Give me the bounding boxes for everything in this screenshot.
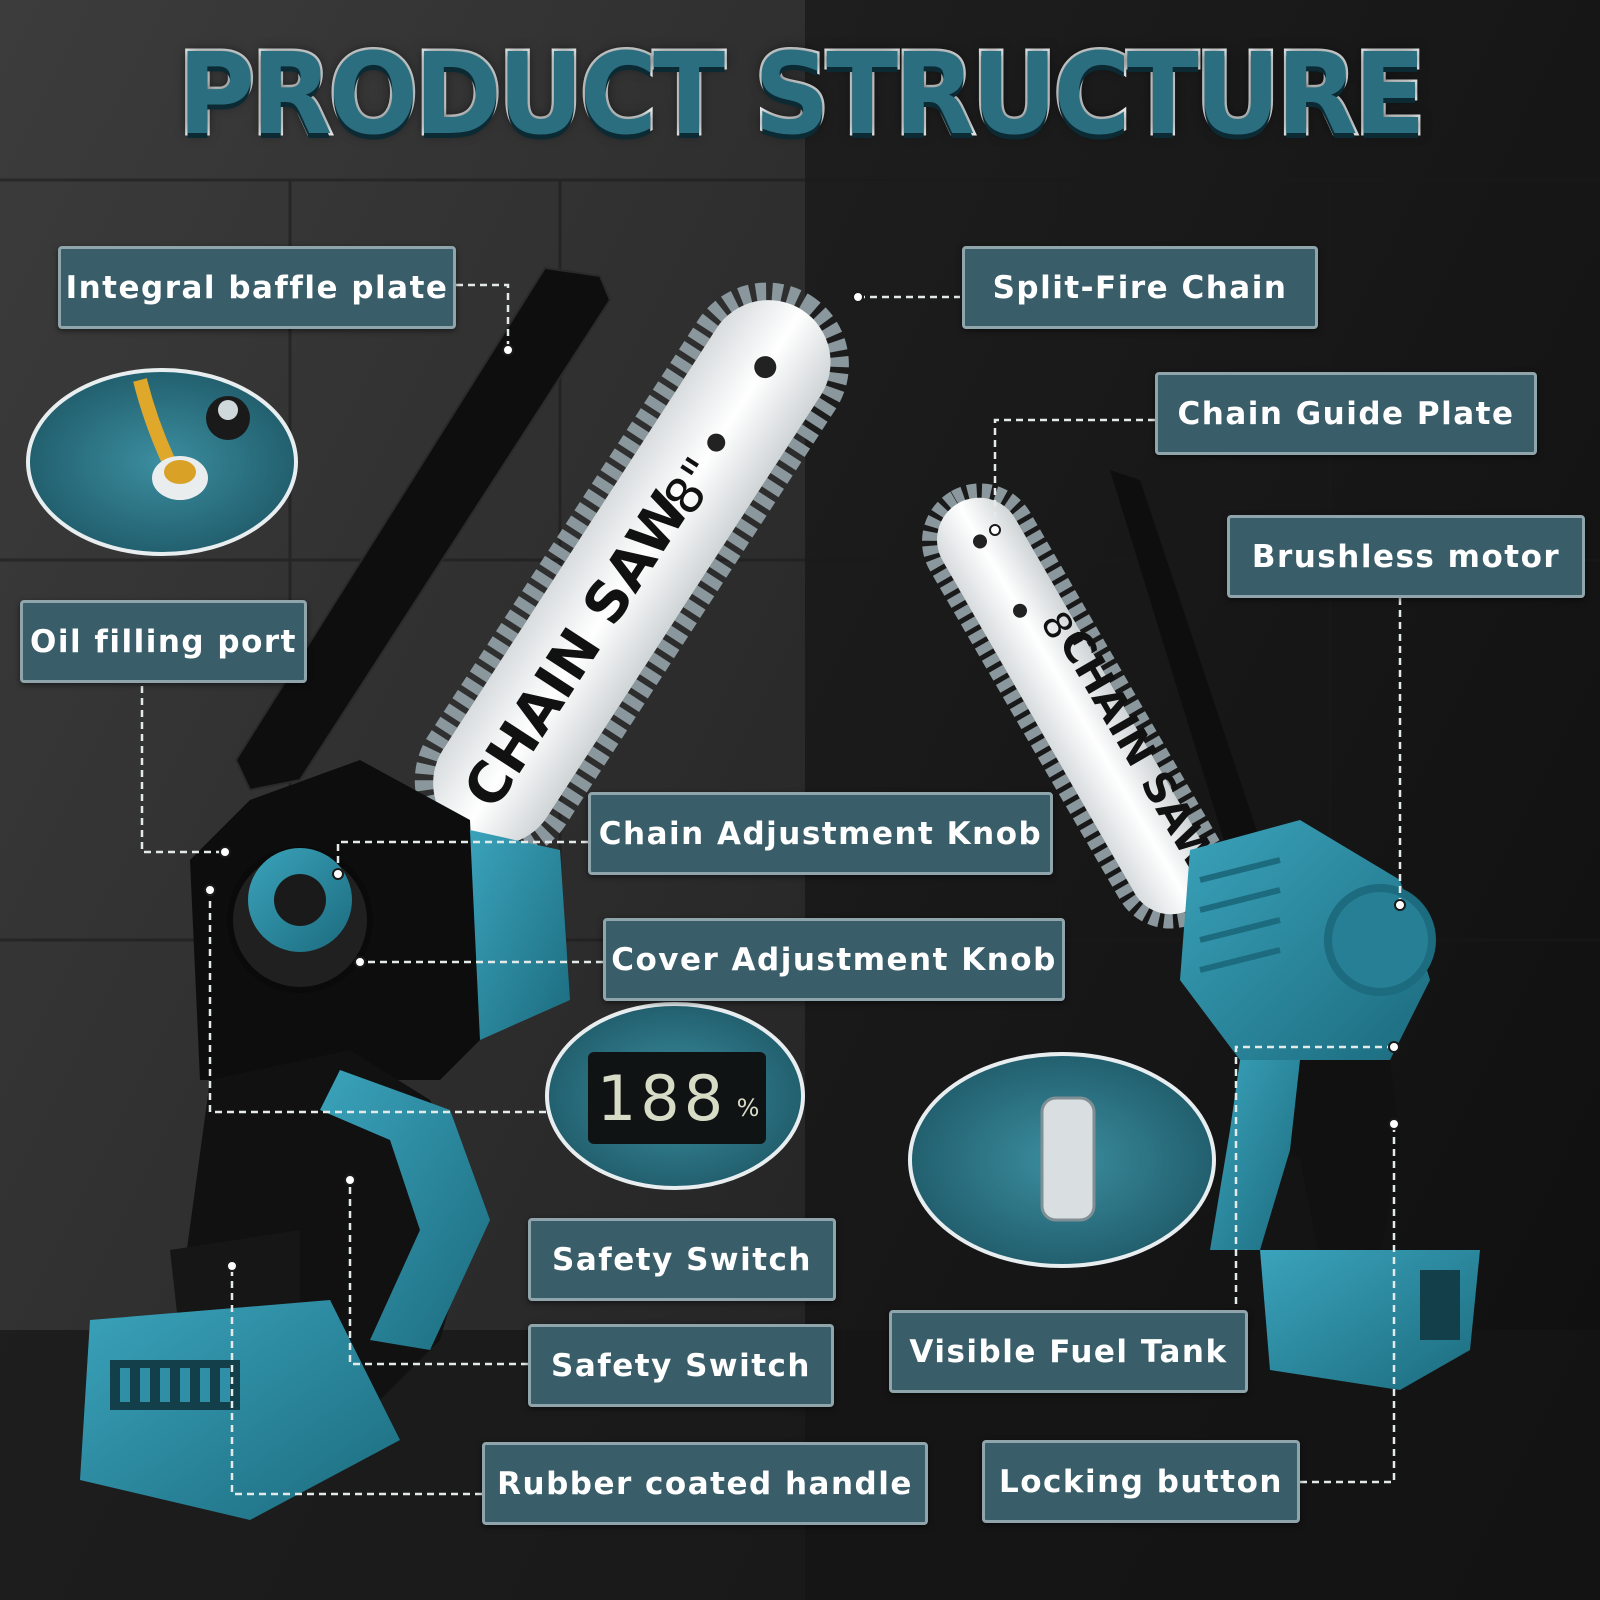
label-oil-filling-port: Oil filling port [20, 600, 307, 683]
label-visible-fuel-tank: Visible Fuel Tank [889, 1310, 1248, 1393]
label-integral-baffle-plate: Integral baffle plate [58, 246, 456, 329]
leader-dots [204, 291, 1406, 1272]
battery-display-detail-image: 188 % [545, 1002, 805, 1190]
label-locking-button: Locking button [982, 1440, 1300, 1523]
fuel-window-detail-image [908, 1052, 1216, 1268]
label-rubber-coated-handle: Rubber coated handle [482, 1442, 928, 1525]
oil-port-detail-image [26, 368, 298, 556]
page-title: PRODUCT STRUCTURE [176, 28, 1429, 163]
label-split-fire-chain: Split-Fire Chain [962, 246, 1318, 329]
leader-lines [140, 283, 1402, 1496]
battery-display-digits: 188 [597, 1062, 727, 1135]
label-brushless-motor: Brushless motor [1227, 515, 1585, 598]
battery-display-unit: % [737, 1094, 760, 1122]
label-chain-adjustment-knob: Chain Adjustment Knob [588, 792, 1053, 875]
label-safety-switch-1: Safety Switch [528, 1218, 836, 1301]
label-safety-switch-2: Safety Switch [528, 1324, 834, 1407]
label-cover-adjustment-knob: Cover Adjustment Knob [603, 918, 1065, 1001]
label-chain-guide-plate: Chain Guide Plate [1155, 372, 1537, 455]
